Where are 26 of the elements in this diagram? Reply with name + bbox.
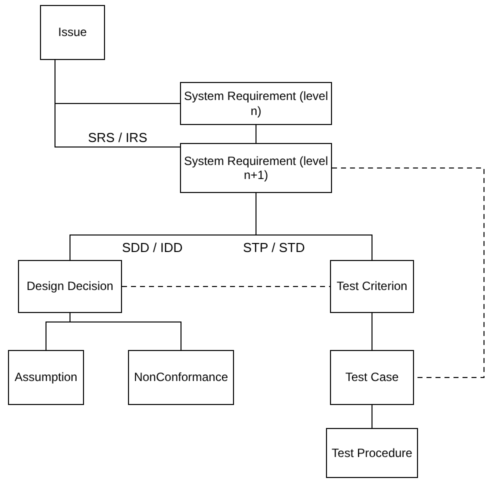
box-label: Test Procedure [332,446,412,460]
box-label: Design Decision [26,279,114,294]
connector-line [70,312,182,350]
process-box [18,260,122,313]
dashed-connector [122,286,330,287]
section-label: STP / STD [243,240,305,255]
box-label: NonConformance [134,370,228,385]
process-box [180,143,332,193]
section-label: SDD / IDD [122,240,183,255]
dashed-connector [332,168,484,378]
process-box [326,428,418,478]
connector-line [256,192,372,260]
box-label: Assumption [14,370,78,385]
process-box [180,82,332,125]
process-box [8,350,84,405]
box-label: Test Case [345,370,399,385]
process-box [128,350,234,405]
box-label: System Requirement (level n) [182,89,330,118]
box-label: System Requirement (level n+1) [182,154,330,182]
box-label: Test Criterion [336,279,408,294]
process-box [330,260,414,313]
process-box [40,5,105,60]
section-label: SRS / IRS [88,130,148,145]
connector-line [54,60,180,148]
box-label: Issue [58,25,87,40]
process-box [330,350,414,405]
